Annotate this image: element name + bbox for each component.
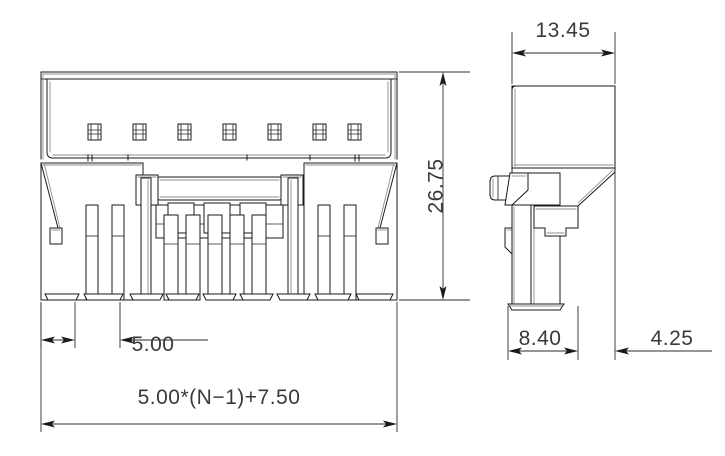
pin-window [267,123,282,141]
front-pin-windows [87,123,362,141]
dimension-pitch-text: 5.00 [132,333,175,356]
dimension-side-offset: 4.25 [614,172,712,360]
front-flange-side-walls [40,71,398,160]
side-notch [533,205,579,237]
pin-window [87,123,102,141]
dimension-side-offset-text: 4.25 [651,327,694,350]
front-contact-array [155,202,284,301]
dimension-overall-height: 26.75 [399,71,470,301]
pin-window [132,123,147,141]
dimension-height-text: 26.75 [425,158,448,213]
front-housing-body [46,78,392,159]
dimension-overall-width-text: 5.00*(N−1)+7.50 [138,386,301,409]
pin-window [312,123,327,141]
side-foot [507,303,565,311]
dimension-side-width: 13.45 [511,19,616,84]
dimension-side-width-text: 13.45 [535,19,590,42]
front-top-flange [40,71,398,80]
dimension-side-base-width-text: 8.40 [519,327,562,350]
pin-window [222,123,237,141]
side-latch-arm [489,172,529,258]
pin-window [177,123,192,141]
front-center-bridge [155,176,284,201]
dimension-overall-width: 5.00*(N−1)+7.50 [40,302,398,432]
side-taper [511,167,616,207]
pin-window [347,123,362,141]
side-upper-block [511,85,616,169]
front-legs [85,177,357,301]
dimension-pitch: 5.00 [40,302,208,356]
dimension-side-base-width: 8.40 [507,306,579,360]
front-feet [44,293,394,301]
side-view [489,85,616,311]
front-housing-nubs [87,154,360,162]
front-view [40,71,398,301]
